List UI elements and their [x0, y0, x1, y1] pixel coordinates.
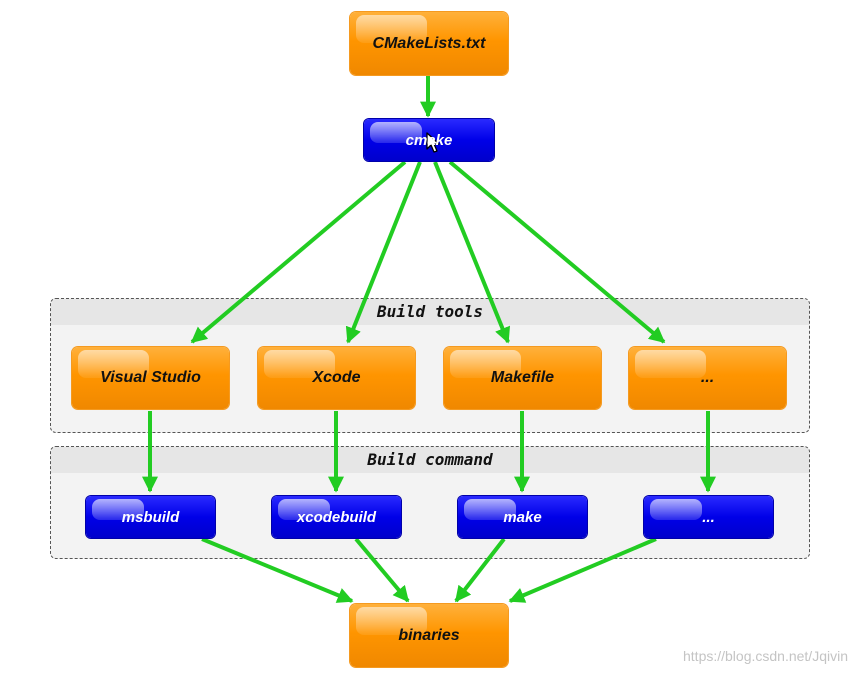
msbuild-label: msbuild: [121, 508, 180, 526]
arrow-command-more-to-binaries: [508, 537, 657, 603]
makefile-node: Makefile: [444, 347, 601, 409]
build-tools-title-band: [51, 299, 809, 325]
tool-more-label: ...: [700, 369, 715, 386]
visual-studio-node: Visual Studio: [72, 347, 229, 409]
arrow-cmake-to-tool-more: [448, 160, 666, 344]
cmakelists-node: CMakeLists.txt: [350, 12, 508, 75]
xcodebuild-node: xcodebuild: [272, 496, 401, 538]
arrow-make-to-binaries: [454, 537, 506, 603]
command-more-label: ...: [702, 508, 715, 526]
xcode-node: Xcode: [258, 347, 415, 409]
cmake-node: cmake: [364, 119, 494, 161]
command-more-node: ...: [644, 496, 773, 538]
build-command-title: Build command: [367, 450, 493, 469]
xcode-label: Xcode: [312, 369, 361, 386]
msbuild-node: msbuild: [86, 496, 215, 538]
visual-studio-label: Visual Studio: [100, 369, 201, 386]
arrow-cmake-to-xcode: [345, 161, 422, 344]
gloss-highlight: [635, 350, 706, 378]
cmake-label: cmake: [405, 131, 453, 149]
watermark-text: https://blog.csdn.net/Jqivin: [683, 648, 848, 664]
mouse-cursor-icon: [426, 132, 440, 153]
arrow-xcodebuild-to-binaries: [354, 537, 410, 603]
make-node: make: [458, 496, 587, 538]
makefile-label: Makefile: [490, 369, 555, 386]
xcodebuild-label: xcodebuild: [296, 508, 377, 526]
build-command-title-band: [51, 447, 809, 473]
arrow-cmake-to-makefile: [433, 161, 511, 344]
arrow-cmake-to-visual-studio: [190, 160, 407, 344]
cmakelists-label: CMakeLists.txt: [372, 34, 486, 52]
make-label: make: [503, 508, 542, 526]
build-tools-title: Build tools: [377, 302, 483, 321]
tool-more-node: ...: [629, 347, 786, 409]
binaries-node: binaries: [350, 604, 508, 667]
binaries-label: binaries: [398, 626, 460, 644]
gloss-highlight: [650, 499, 702, 520]
arrow-msbuild-to-binaries: [201, 537, 354, 603]
